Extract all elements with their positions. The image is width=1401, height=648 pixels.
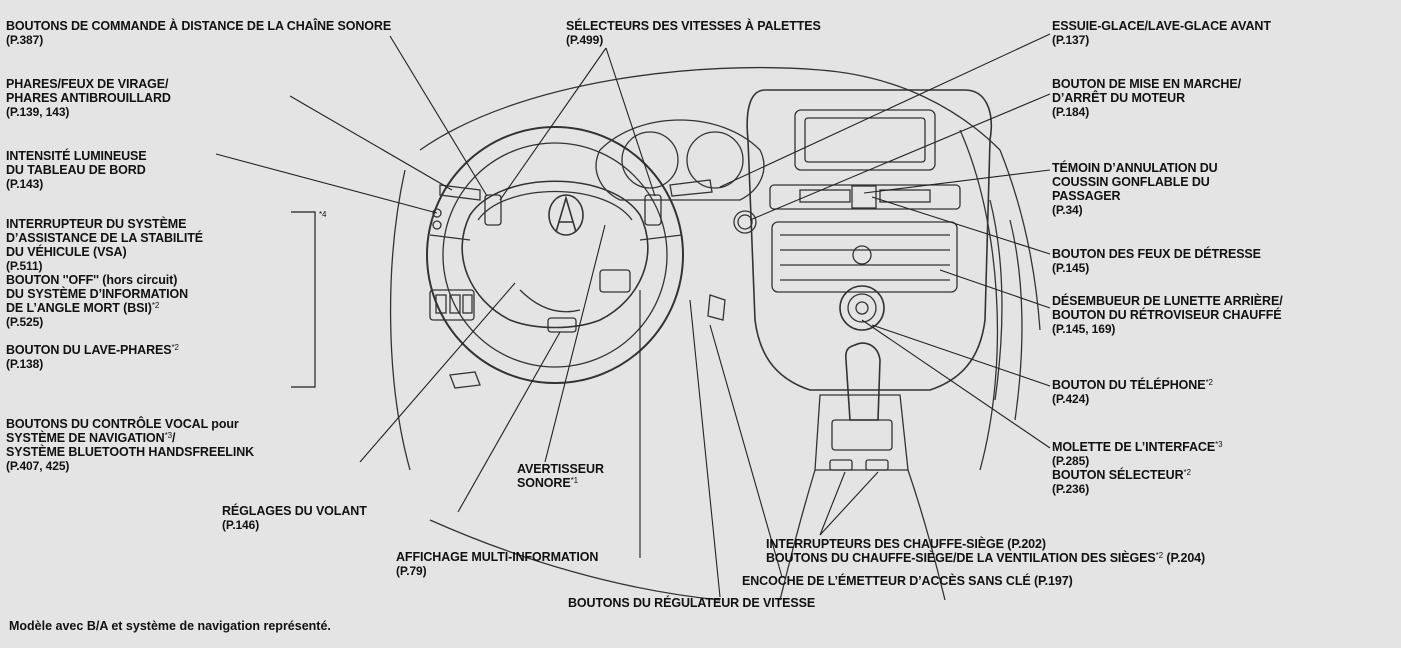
label-multi-info: AFFICHAGE MULTI-INFORMATION (P.79): [396, 550, 599, 578]
interface-dial: [839, 285, 885, 331]
engine-start-button: [733, 210, 757, 234]
center-tunnel: [814, 394, 909, 471]
label-phone: BOUTON DU TÉLÉPHONE*2 (P.424): [1052, 378, 1213, 406]
label-vsa: INTERRUPTEUR DU SYSTÈME D’ASSISTANCE DE …: [6, 217, 203, 273]
label-defrost: DÉSEMBUEUR DE LUNETTE ARRIÈRE/ BOUTON DU…: [1052, 294, 1283, 336]
label-audio-remote: BOUTONS DE COMMANDE À DISTANCE DE LA CHA…: [6, 19, 392, 47]
label-group-note: *4: [319, 210, 327, 219]
door-edge-left: [389, 169, 411, 471]
label-keyless-slot: ENCOCHE DE L’ÉMETTEUR D’ACCÈS SANS CLÉ (…: [742, 574, 1073, 588]
caption: Modèle avec B/A et système de navigation…: [9, 619, 331, 633]
label-headlamp-washer: BOUTON DU LAVE-PHARES*2 (P.138): [6, 343, 179, 371]
gear-shifter: [845, 342, 881, 421]
label-bsi: BOUTON ''OFF'' (hors circuit) DU SYSTÈME…: [6, 273, 189, 329]
label-paddles: SÉLECTEURS DES VITESSES À PALETTES (P.49…: [566, 19, 821, 47]
label-airbag-off: TÉMOIN D’ANNULATION DU COUSSIN GONFLABLE…: [1052, 161, 1218, 217]
label-dash-brightness: INTENSITÉ LUMINEUSE DU TABLEAU DE BORD (…: [6, 149, 147, 191]
label-voice-control: BOUTONS DU CONTRÔLE VOCAL pour SYSTÈME D…: [6, 417, 255, 473]
label-wiper: ESSUIE-GLACE/LAVE-GLACE AVANT (P.137): [1052, 19, 1271, 47]
label-horn: AVERTISSEUR SONORE*1: [517, 462, 604, 490]
label-steering-adjust: RÉGLAGES DU VOLANT (P.146): [222, 504, 367, 532]
dash-outline: [419, 66, 1001, 151]
label-headlights: PHARES/FEUX DE VIRAGE/ PHARES ANTIBROUIL…: [6, 77, 171, 119]
navigation-screen: [794, 109, 936, 171]
label-cruise: BOUTONS DU RÉGULATEUR DE VITESSE: [568, 596, 816, 610]
instrument-cluster: [595, 119, 765, 201]
steering-logo: [548, 194, 584, 236]
group-bracket: [291, 211, 316, 388]
label-seat-heaters: INTERRUPTEURS DES CHAUFFE-SIÈGE (P.202) …: [766, 537, 1206, 565]
steering-wheel-rim: [426, 126, 684, 384]
label-interface-knob: MOLETTE DE L’INTERFACE*3 (P.285) BOUTON …: [1052, 440, 1223, 496]
airbag-pad: [461, 180, 649, 329]
door-edge-right: [959, 129, 999, 471]
label-engine-start: BOUTON DE MISE EN MARCHE/ D’ARRÊT DU MOT…: [1052, 77, 1241, 119]
label-hazard: BOUTON DES FEUX DE DÉTRESSE (P.145): [1052, 247, 1261, 275]
dash-lower-edge: [429, 519, 721, 601]
audio-panel: [771, 221, 958, 293]
